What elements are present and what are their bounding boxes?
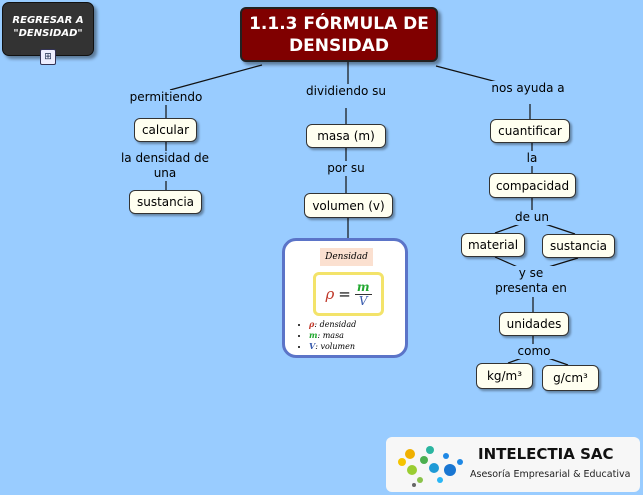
- node-kg-m3[interactable]: kg/m³: [476, 363, 533, 389]
- back-label-line2: "DENSIDAD": [13, 28, 83, 39]
- legend-item: ρ: densidad: [309, 319, 356, 330]
- page-title: 1.1.3 FÓRMULA DE DENSIDAD: [240, 7, 438, 62]
- node-unidades[interactable]: unidades: [499, 312, 569, 336]
- formula-legend: ρ: densidad m: masa V: volumen: [295, 319, 356, 352]
- link-nos-ayuda-a: nos ayuda a: [490, 81, 566, 96]
- node-sustancia-left[interactable]: sustancia: [129, 190, 202, 214]
- legend-item: V: volumen: [309, 341, 356, 352]
- node-compacidad[interactable]: compacidad: [489, 173, 576, 198]
- link-como: como: [514, 344, 554, 359]
- back-label-line1: REGRESAR A: [12, 15, 84, 26]
- node-masa[interactable]: masa (m): [306, 124, 386, 148]
- intelectia-logo: INTELECTIA SAC Asesoría Empresarial & Ed…: [386, 437, 640, 492]
- legend-item: m: masa: [309, 330, 356, 341]
- link-permitiendo: permitiendo: [126, 90, 206, 105]
- back-to-densidad-button[interactable]: REGRESAR A "DENSIDAD": [2, 2, 94, 56]
- formula-card: Densidad ρ = mV ρ: densidad m: masa V: v…: [282, 238, 408, 358]
- link-de-un: de un: [510, 210, 554, 225]
- node-calcular[interactable]: calcular: [134, 118, 197, 142]
- equals-sign: =: [338, 285, 351, 303]
- node-sustancia-right[interactable]: sustancia: [542, 234, 615, 258]
- numerator: m: [354, 279, 372, 295]
- link-la: la: [522, 151, 542, 166]
- link-dividiendo-su: dividiendo su: [306, 84, 386, 99]
- link-y-se-presenta-en: y se presenta en: [491, 266, 571, 296]
- link-la-densidad-de-una: la densidad de una: [120, 151, 210, 181]
- brain-network-icon: [398, 446, 463, 487]
- node-cuantificar[interactable]: cuantificar: [490, 119, 570, 143]
- node-material[interactable]: material: [461, 233, 525, 257]
- link-por-su: por su: [316, 161, 376, 176]
- rho-symbol: ρ: [325, 285, 335, 303]
- denominator: V: [358, 293, 368, 308]
- company-tagline: Asesoría Empresarial & Educativa: [470, 469, 631, 480]
- formula-card-title: Densidad: [320, 248, 373, 266]
- concept-map-icon[interactable]: ⊞: [40, 49, 56, 65]
- company-name: INTELECTIA SAC: [478, 445, 614, 463]
- node-volumen[interactable]: volumen (v): [304, 193, 393, 218]
- node-g-cm3[interactable]: g/cm³: [542, 365, 599, 391]
